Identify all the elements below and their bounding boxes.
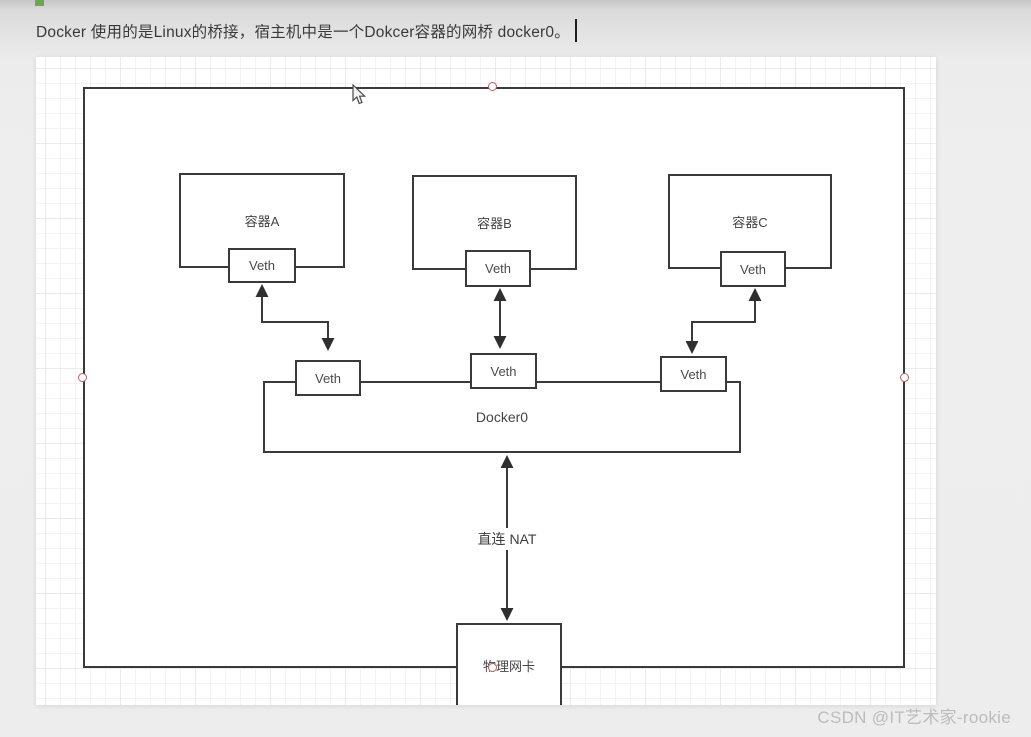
green-accent-mark xyxy=(35,0,44,6)
container-a-veth-label: Veth xyxy=(248,258,276,273)
note-text-line[interactable]: Docker 使用的是Linux的桥接，宿主机中是一个Dokcer容器的网桥 d… xyxy=(36,19,577,42)
docker0-bridge-box[interactable]: Docker0 xyxy=(263,381,741,453)
container-b-veth-label: Veth xyxy=(484,261,512,276)
selection-handle-top[interactable] xyxy=(488,82,497,91)
text-caret xyxy=(574,19,577,42)
nat-link-label: 直连 NAT xyxy=(467,528,547,550)
bridge-veth-middle-box[interactable]: Veth xyxy=(470,353,537,389)
watermark-text: CSDN @IT艺术家-rookie xyxy=(817,708,1011,727)
bridge-veth-middle-label: Veth xyxy=(490,363,517,379)
physical-nic-box[interactable]: 物理网卡 xyxy=(456,623,562,705)
selection-handle-bottom[interactable] xyxy=(488,663,497,672)
drawing-canvas[interactable]: 容器A 容器B 容器C Veth Veth Veth Docker0 Veth … xyxy=(36,57,936,705)
container-c-veth-label: Veth xyxy=(739,261,767,277)
container-c-label: 容器C xyxy=(732,215,768,230)
bridge-veth-left-label: Veth xyxy=(314,370,342,386)
mouse-cursor-icon xyxy=(352,84,367,105)
container-a-label: 容器A xyxy=(244,214,280,229)
container-a-veth-box[interactable]: Veth xyxy=(228,248,296,283)
container-b-label: 容器B xyxy=(477,216,512,231)
selection-handle-right[interactable] xyxy=(900,373,909,382)
container-b-veth-box[interactable]: Veth xyxy=(465,250,531,287)
bridge-veth-right-box[interactable]: Veth xyxy=(660,356,727,392)
veth-link-arrow-a[interactable] xyxy=(255,284,335,351)
container-c-veth-box[interactable]: Veth xyxy=(720,251,786,287)
docker0-label: Docker0 xyxy=(475,409,529,425)
note-text: Docker 使用的是Linux的桥接，宿主机中是一个Dokcer容器的网桥 d… xyxy=(36,24,570,41)
selection-handle-left[interactable] xyxy=(78,373,87,382)
bridge-veth-right-label: Veth xyxy=(680,366,707,382)
bridge-veth-left-box[interactable]: Veth xyxy=(295,360,361,396)
veth-link-arrow-c[interactable] xyxy=(685,288,762,354)
